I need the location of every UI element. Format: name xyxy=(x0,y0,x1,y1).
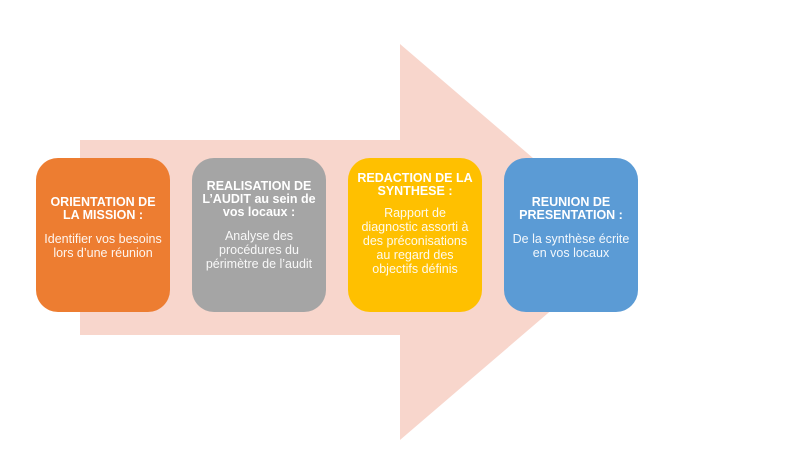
step-description: De la synthèse écrite en vos locaux xyxy=(512,232,630,260)
step-description: Rapport de diagnostic assorti à des préc… xyxy=(361,206,469,276)
step-reunion-presentation: REUNION DE PRESENTATION : De la synthèse… xyxy=(504,158,638,312)
step-orientation-mission: ORIENTATION DE LA MISSION : Identifier v… xyxy=(36,158,170,312)
step-title: REALISATION DE L’AUDIT au sein de vos lo… xyxy=(202,179,316,219)
step-title: REUNION DE PRESENTATION : xyxy=(519,195,623,222)
step-description: Analyse des procédures du périmètre de l… xyxy=(205,229,313,271)
step-title: REDACTION DE LA SYNTHESE : xyxy=(357,171,473,198)
step-realisation-audit: REALISATION DE L’AUDIT au sein de vos lo… xyxy=(192,158,326,312)
step-title: ORIENTATION DE LA MISSION : xyxy=(50,195,156,222)
step-redaction-synthese: REDACTION DE LA SYNTHESE : Rapport de di… xyxy=(348,158,482,312)
step-description: Identifier vos besoins lors d’une réunio… xyxy=(44,232,162,260)
